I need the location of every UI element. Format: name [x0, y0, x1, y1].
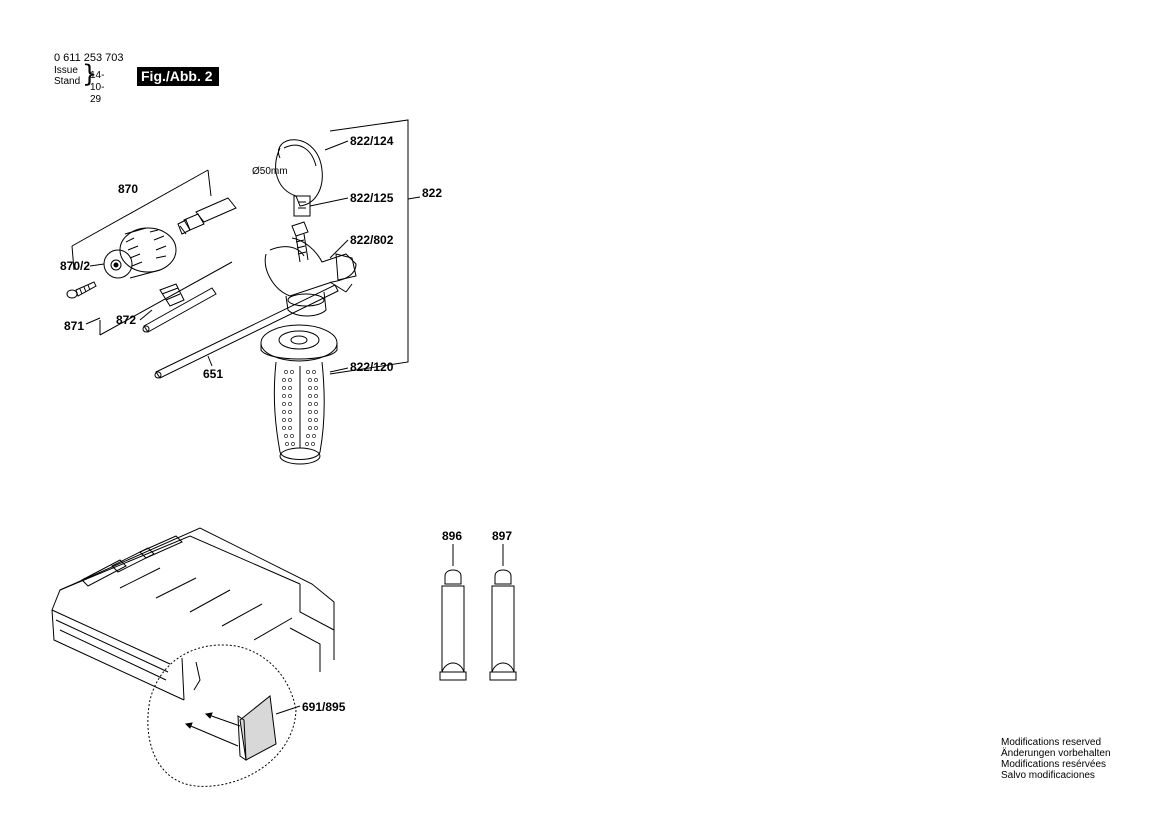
- callout-651: 651: [203, 367, 223, 381]
- note-es: Salvo modificaciones: [1001, 770, 1095, 781]
- note-en: Modifications reserved: [1001, 737, 1102, 748]
- handle-grip: [260, 324, 338, 465]
- modification-notes: Modifications reserved Änderungen vorbeh…: [1001, 737, 1111, 781]
- callout-822: 822: [422, 186, 442, 200]
- callout-822-125: 822/125: [350, 191, 394, 205]
- grease-tube-896: [439, 569, 467, 681]
- stand-label: Stand: [54, 76, 81, 87]
- callout-822-802: 822/802: [350, 233, 394, 247]
- clamp-band: [275, 139, 323, 217]
- callout-896: 896: [442, 529, 462, 543]
- brace-symbol: }: [82, 60, 98, 88]
- handle-housing: [264, 237, 357, 317]
- clamp-bolt: [291, 221, 309, 263]
- callout-822-120: 822/120: [350, 360, 394, 374]
- callout-872: 872: [116, 313, 136, 327]
- note-de: Änderungen vorbehalten: [1001, 748, 1111, 759]
- callout-822-124: 822/124: [350, 134, 394, 148]
- callout-691-895: 691/895: [302, 700, 346, 714]
- leader-lines: [85, 140, 349, 715]
- callout-870-2: 870/2: [60, 259, 90, 273]
- issue-date: 14-10-29: [90, 70, 105, 105]
- callout-870: 870: [118, 182, 138, 196]
- chuck-key: [142, 283, 217, 333]
- auxiliary-handle-assembly: [260, 119, 421, 465]
- part-number: 0 611 253 703: [54, 52, 124, 64]
- diameter-label: Ø50mm: [252, 166, 288, 177]
- figure-label: Fig./Abb. 2: [137, 67, 219, 86]
- chuck-assembly: [66, 169, 237, 336]
- grip-texture: [282, 370, 318, 446]
- note-fr: Modifications resérvées: [1001, 759, 1107, 770]
- callout-871: 871: [64, 319, 84, 333]
- grease-tube-897: [489, 569, 517, 681]
- chuck-screw: [66, 281, 97, 299]
- callout-897: 897: [492, 529, 512, 543]
- drill-chuck: [103, 227, 177, 279]
- depth-stop-rod: [154, 284, 339, 379]
- carrying-case: [51, 527, 335, 787]
- issue-label: Issue: [54, 65, 78, 76]
- sds-adapter: [177, 197, 237, 235]
